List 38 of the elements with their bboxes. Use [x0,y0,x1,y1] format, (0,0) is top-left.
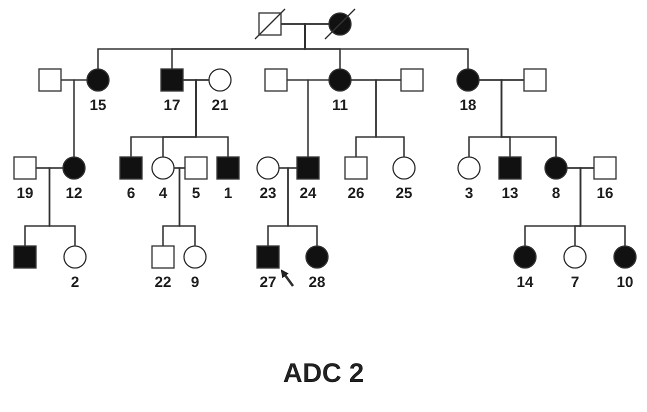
individual-number: 12 [66,186,82,202]
individual-number: 24 [300,186,316,202]
individual-number: 14 [516,275,534,291]
individual-number: 1 [224,186,232,202]
descent-line [48,167,76,246]
individual-number: 19 [16,186,34,202]
descent-line [500,79,557,157]
individual-number: 10 [616,275,634,291]
individual-number: 23 [260,186,276,202]
descent-line [178,167,196,246]
descent-line [580,167,626,246]
descent-line [195,79,229,157]
individual-number: 15 [90,98,106,114]
individual-number: 21 [212,98,228,114]
individual-number: 7 [570,275,580,291]
descent-line [287,167,318,246]
individual-number: 18 [460,98,476,114]
individual-number: 2 [70,275,80,291]
individual-number: 6 [126,186,136,202]
individual-number: 26 [348,186,364,202]
pedigree-caption: ADC 2 [282,358,364,389]
individual-number: 17 [164,98,180,114]
individual-number: 4 [158,186,168,202]
descent-line [73,79,87,157]
individual-number: 9 [190,275,200,291]
individual-number: 28 [308,275,326,291]
individual-number: 3 [464,186,474,202]
descent-line [307,79,329,157]
individual-number: 25 [396,186,412,202]
individual-number: 27 [260,275,276,291]
individual-number: 8 [552,186,560,202]
proband-arrow [280,269,294,287]
individual-number: 11 [332,98,348,114]
individual-number: 22 [154,275,172,291]
individual-number: 5 [192,186,200,202]
individual-number: 13 [502,186,518,202]
individual-number: 16 [596,186,614,202]
descent-line [375,79,405,157]
